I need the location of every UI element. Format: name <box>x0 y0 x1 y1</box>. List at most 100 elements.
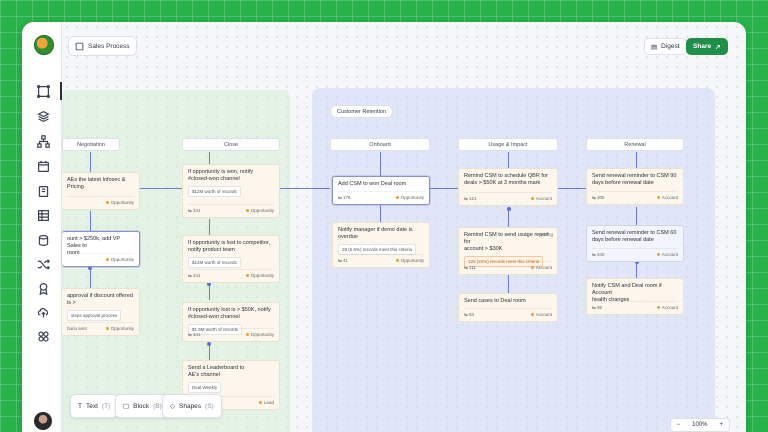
card-renewal-3[interactable]: Notify CSM and Deal room if Account heal… <box>586 278 684 315</box>
connector-node <box>207 342 211 346</box>
layers-icon[interactable] <box>35 108 51 124</box>
integrations-icon[interactable] <box>35 328 51 344</box>
card-tag: Opportunity <box>106 325 134 332</box>
card-title-line2: AE's channel <box>188 372 220 378</box>
card-count-value: 341 <box>193 208 201 213</box>
card-close-2[interactable]: If opportunity is lost to competitor, no… <box>182 235 280 283</box>
card-count-value: 83 <box>469 312 475 317</box>
card-count-value: 341 <box>193 273 201 278</box>
connector <box>636 262 637 278</box>
region-label[interactable]: Customer Retention <box>330 105 393 118</box>
block-tool-button[interactable]: ▢ Block (B) <box>115 394 170 418</box>
card-onboard-2[interactable]: Notify manager if demo date is overdue 2… <box>332 222 430 268</box>
app-window: Sales Process ▤ Digest Share ↗ Customer … <box>22 22 746 432</box>
card-tag: Account <box>657 304 678 311</box>
card-usage-1[interactable]: Remind CSM to schedule QBR for deals > $… <box>458 168 558 206</box>
share-button[interactable]: Share ↗ <box>686 38 728 55</box>
card-count: ⇆ 341 <box>188 273 201 278</box>
card-negotiation-3[interactable]: approval if discount offered is > steps … <box>62 288 140 336</box>
calendar-icon[interactable] <box>35 158 51 174</box>
book-icon[interactable] <box>35 183 51 199</box>
breadcrumb[interactable]: Sales Process <box>68 36 137 56</box>
card-tag: Account <box>531 311 552 318</box>
card-title: If opportunity is won, notify <box>188 169 254 175</box>
canvas[interactable]: Sales Process ▤ Digest Share ↗ Customer … <box>62 22 746 432</box>
card-count-value: 98 <box>597 305 603 310</box>
upload-icon[interactable] <box>35 304 51 320</box>
column-renewal[interactable]: Renewal <box>586 138 684 151</box>
card-close-3[interactable]: If opportunity lost is > $50K, notify #c… <box>182 302 280 342</box>
connector-node <box>207 282 211 286</box>
avatar[interactable] <box>34 412 52 430</box>
shapes-icon: ◇ <box>170 403 175 410</box>
card-title-line2: days before renewal date <box>592 237 654 243</box>
app-logo[interactable] <box>34 35 54 55</box>
card-title: Remind CSM to schedule QBR for <box>464 173 548 179</box>
column-usage[interactable]: Usage & Impact <box>458 138 558 151</box>
select-icon <box>75 42 84 50</box>
card-title-line2: overdue <box>338 234 358 240</box>
digest-button[interactable]: ▤ Digest <box>644 38 687 55</box>
org-chart-icon[interactable] <box>35 133 51 149</box>
text-tool-button[interactable]: T Text (T) <box>70 394 119 418</box>
shuffle-icon[interactable] <box>35 256 51 272</box>
connector <box>140 188 182 189</box>
card-chip: $12M worth of records <box>188 186 241 197</box>
connector-node <box>635 260 639 264</box>
card-usage-2[interactable]: Testing Remind CSM to send usage report … <box>458 227 558 275</box>
connector <box>508 152 509 168</box>
card-footnote: hario sent <box>67 326 87 331</box>
digest-icon: ▤ <box>651 43 658 51</box>
select-icon[interactable] <box>35 83 51 99</box>
card-negotiation-1[interactable]: AEs the latest Infosec & Pricing Opportu… <box>62 172 140 210</box>
award-icon[interactable] <box>35 280 51 296</box>
tool-label: Text <box>85 402 98 410</box>
table-icon[interactable] <box>35 207 51 223</box>
card-title: Send a Leaderboard to <box>188 365 245 371</box>
card-count-value: 121 <box>469 196 477 201</box>
card-title-line2: room <box>67 250 80 256</box>
card-tag: Account <box>531 264 552 271</box>
column-onboard[interactable]: Onboard <box>330 138 430 151</box>
connector <box>209 152 210 164</box>
card-count: ⇆ 83 <box>464 312 475 317</box>
card-title-line2: notify product team <box>188 247 235 253</box>
connector <box>380 205 381 222</box>
zoom-in-button[interactable]: + <box>719 422 723 428</box>
connector <box>430 188 458 189</box>
card-title: Add CSM to won Deal room <box>338 181 407 187</box>
card-chip: steps approval process <box>67 310 122 321</box>
card-chip: 28 (5.6%) records meet this criteria <box>338 244 417 255</box>
column-close[interactable]: Close <box>182 138 280 151</box>
card-close-1[interactable]: If opportunity is won, notify #closed-wo… <box>182 164 280 218</box>
tool-label: Block <box>133 402 150 410</box>
card-usage-3[interactable]: Send cases to Deal room ⇆ 83 Account <box>458 293 558 322</box>
card-renewal-2[interactable]: Send renewal reminder to CSM 60 days bef… <box>586 225 684 262</box>
card-count-value: 111 <box>469 265 476 270</box>
tool-label: Shapes <box>179 402 202 410</box>
card-count: ⇆ 121 <box>464 196 477 201</box>
database-icon[interactable] <box>35 232 51 248</box>
card-tag: Opportunity <box>106 256 134 263</box>
zoom-out-button[interactable]: − <box>676 422 681 428</box>
card-title: Send cases to Deal room <box>464 298 526 304</box>
tool-shortcut: (B) <box>153 402 162 410</box>
card-count-value: 340 <box>597 252 605 257</box>
card-title-line2: account > $30K <box>464 246 503 252</box>
card-negotiation-2[interactable]: ount > $250k, add VP Sales to room Oppor… <box>62 231 140 267</box>
shapes-tool-button[interactable]: ◇ Shapes (S) <box>162 394 222 418</box>
block-icon: ▢ <box>123 403 130 410</box>
column-negotiation[interactable]: Negotiation <box>62 138 120 151</box>
connector <box>636 152 637 168</box>
card-title-line2: #closed-won channel <box>188 176 240 182</box>
card-count: ⇆ 111 <box>464 265 476 270</box>
card-renewal-1[interactable]: Send renewal reminder to CSM 90 days bef… <box>586 168 684 205</box>
column-label: Onboard <box>369 141 391 148</box>
connector <box>260 188 330 189</box>
card-count-value: 306 <box>597 195 605 200</box>
card-count: ⇆ 341 <box>188 208 201 213</box>
card-tag: Opportunity <box>246 272 274 279</box>
card-count-value: 176 <box>343 195 351 200</box>
zoom-level[interactable]: 100% <box>692 422 708 428</box>
